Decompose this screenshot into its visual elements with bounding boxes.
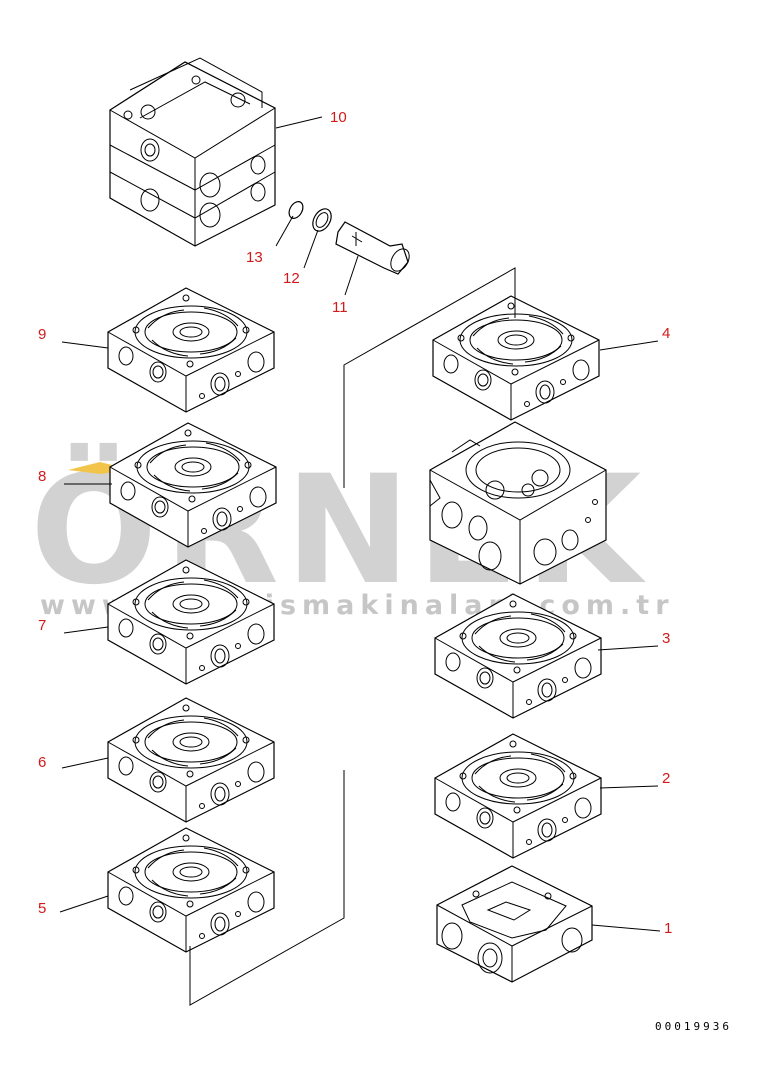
callout-5: 5 [38,900,46,917]
callout-12: 12 [283,270,300,287]
part-6-section [107,697,275,823]
leader-lines [59,116,661,932]
part-4-section [432,295,600,421]
callout-2: 2 [662,770,670,787]
callout-11: 11 [332,299,348,316]
part-11-plug [335,221,410,275]
assembly-lines [189,267,516,1006]
callout-3: 3 [662,630,670,647]
part-2-section [434,733,602,859]
part-13-o-ring [288,201,304,219]
callouts: 1 2 3 4 5 6 7 8 9 10 11 12 13 [38,109,672,937]
part-5-section [107,827,275,953]
callout-6: 6 [38,754,46,771]
callout-7: 7 [38,617,46,634]
drawing-code: 00019936 [655,1020,732,1033]
part-1-end-section [436,865,593,983]
callout-13: 13 [246,249,263,266]
part-12-o-ring [312,208,332,232]
callout-4: 4 [662,325,670,342]
callout-1: 1 [664,920,672,937]
part-10-end-section [109,57,276,247]
callout-9: 9 [38,326,46,343]
callout-10: 10 [330,109,347,126]
part-9-section [107,287,275,413]
unlabeled-section [429,421,607,585]
callout-8: 8 [38,468,46,485]
